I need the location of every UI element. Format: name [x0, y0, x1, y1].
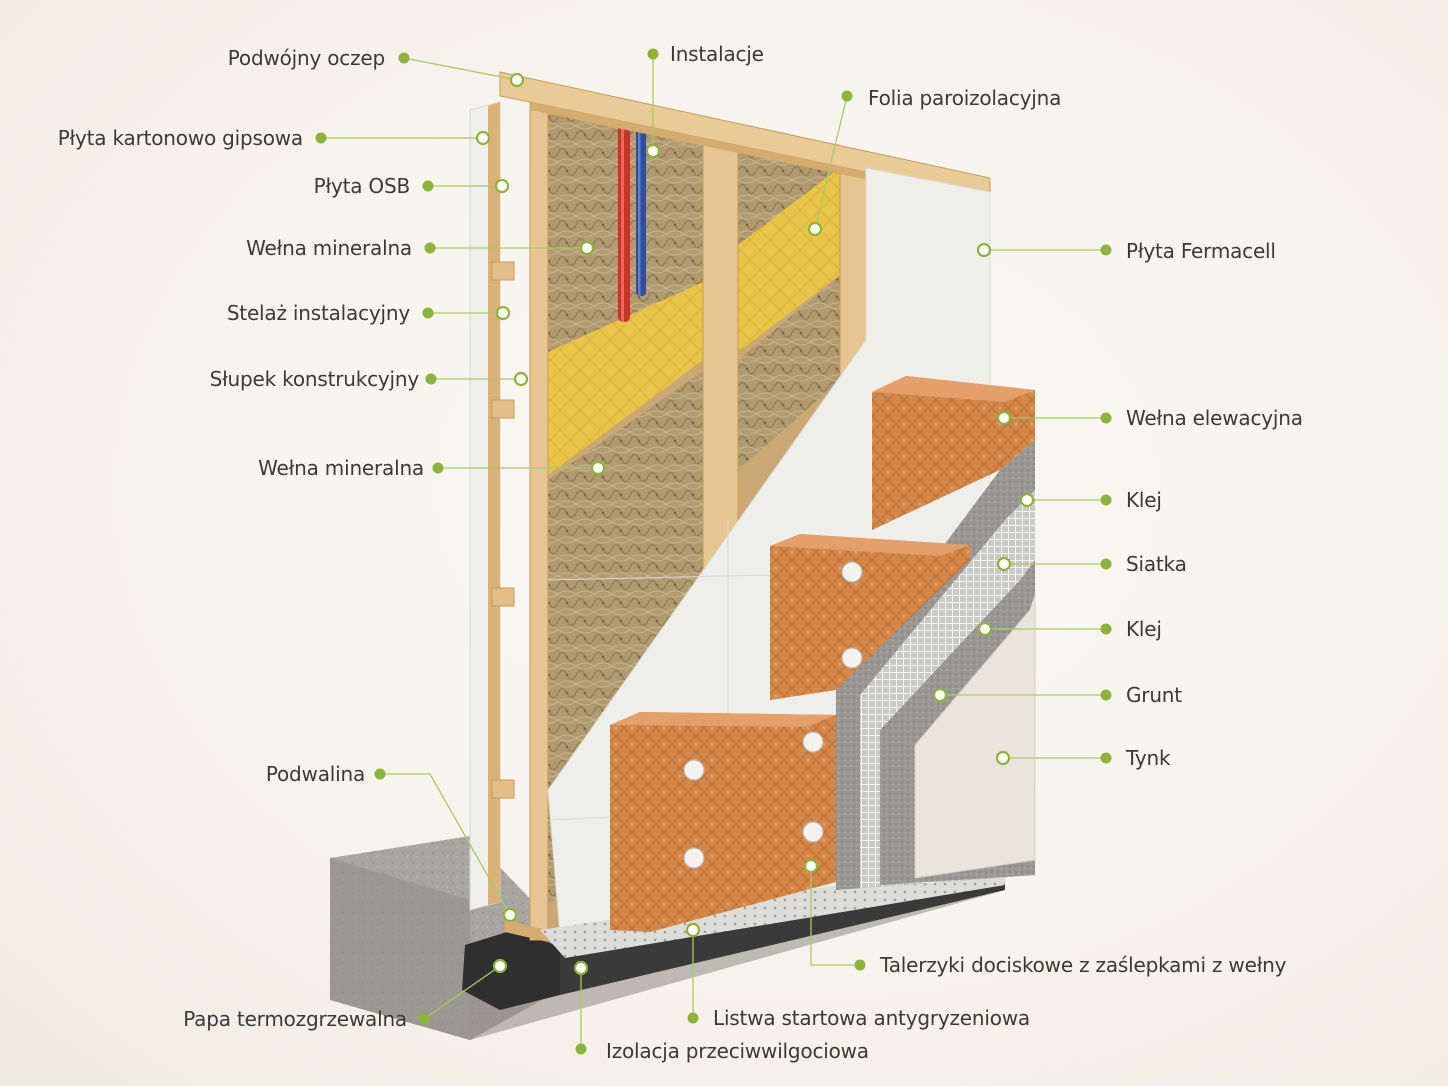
label-siatka: Siatka	[1126, 552, 1187, 576]
vapour-foil-left	[548, 282, 703, 475]
osb-board	[488, 102, 500, 905]
label-podwalina: Podwalina	[265, 762, 365, 786]
label-plyta-osb: Płyta OSB	[313, 174, 411, 198]
label-folia-paroizolacyjna: Folia paroizolacyjna	[868, 86, 1062, 110]
label-izolacja-przeciwwilgociowa: Izolacja przeciwwilgociowa	[606, 1039, 869, 1063]
mineral-wool-lower-right	[738, 262, 857, 470]
label-welna-elewacyjna: Wełna elewacyjna	[1126, 406, 1303, 430]
label-plyta-fermacell: Płyta Fermacell	[1126, 239, 1276, 263]
vapour-foil-right	[738, 166, 857, 352]
render-layer	[914, 594, 1036, 879]
leader-lines	[321, 54, 1106, 1049]
label-klej-1: Klej	[1126, 488, 1162, 512]
facade-wool-boards	[610, 376, 1035, 932]
label-papa-termozgrzewalna: Papa termozgrzewalna	[183, 1007, 407, 1031]
label-instalacje: Instalacje	[670, 42, 764, 66]
label-stelaz-instalacyjny: Stelaż instalacyjny	[226, 301, 410, 325]
label-welna-mineralna-2: Wełna mineralna	[258, 456, 424, 480]
fixing-discs	[683, 561, 863, 869]
label-klej-2: Klej	[1126, 617, 1162, 641]
bitumen-membrane	[462, 928, 560, 1010]
installation-pipes	[618, 122, 646, 322]
target-markers	[475, 72, 1035, 976]
label-dots	[315, 48, 1112, 1055]
structural-stud-left	[529, 91, 549, 941]
label-welna-mineralna-1: Wełna mineralna	[246, 236, 412, 260]
label-tynk: Tynk	[1126, 746, 1171, 770]
label-grunt: Grunt	[1126, 683, 1182, 707]
label-podwojny-oczep: Podwójny oczep	[227, 46, 385, 70]
label-slupek-konstrukcyjny: Słupek konstrukcyjny	[209, 367, 420, 391]
foundation-side	[330, 858, 470, 1040]
installation-frame	[491, 261, 515, 799]
label-listwa-startowa: Listwa startowa antygryzeniowa	[713, 1006, 1030, 1030]
sill-plate	[505, 920, 548, 942]
label-plyta-kartonowo-gipsowa: Płyta kartonowo gipsowa	[57, 126, 304, 150]
label-talerzyki: Talerzyki dociskowe z zaślepkami z wełny	[880, 953, 1287, 977]
